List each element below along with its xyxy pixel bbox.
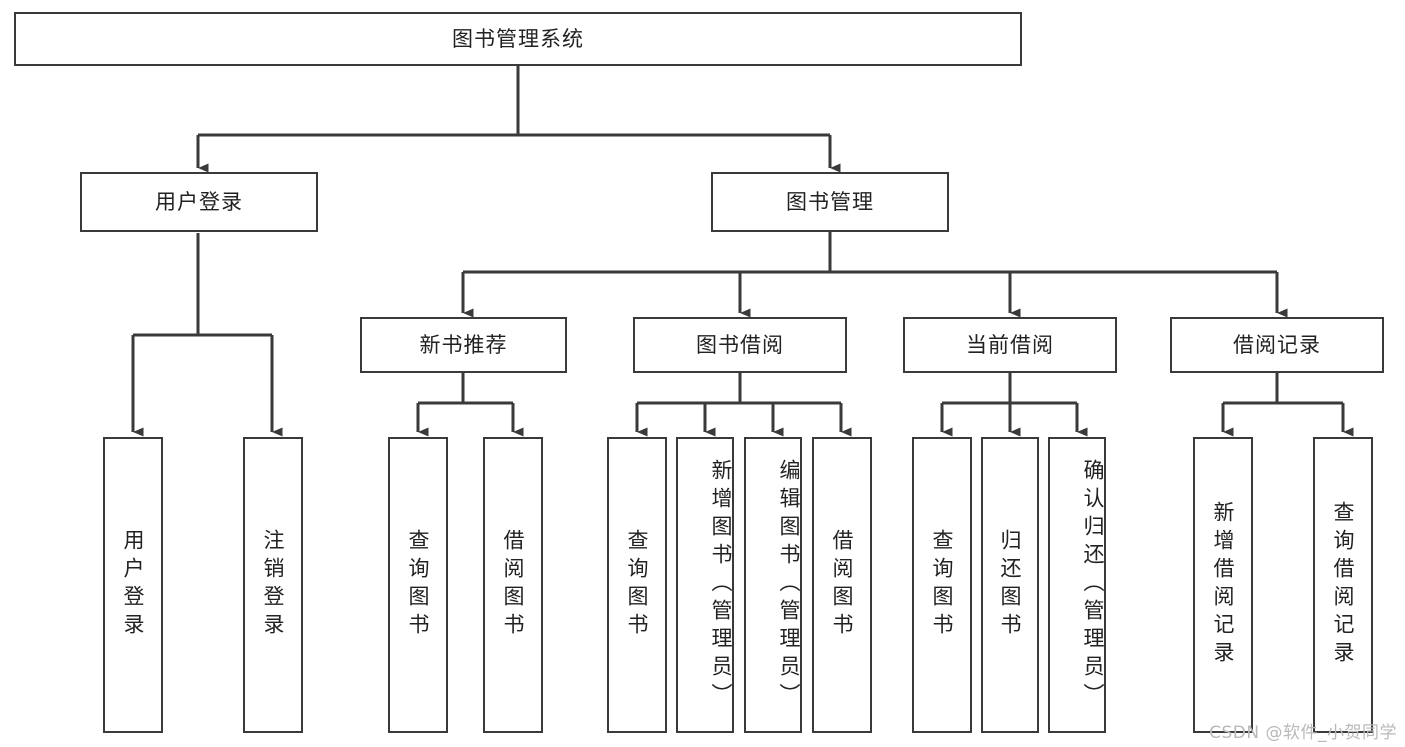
node-root-system[interactable]: 图书管理系统 (14, 12, 1022, 66)
node-book-borrow[interactable]: 图书借阅 (633, 317, 847, 373)
leaf-recommend-borrow-book[interactable]: 借阅图书 (483, 437, 543, 733)
node-current-borrow[interactable]: 当前借阅 (903, 317, 1117, 373)
node-borrow-record[interactable]: 借阅记录 (1170, 317, 1384, 373)
leaf-record-query-record[interactable]: 查询借阅记录 (1313, 437, 1373, 733)
leaf-borrow-borrow-book[interactable]: 借阅图书 (812, 437, 872, 733)
node-user-login[interactable]: 用户登录 (80, 172, 318, 232)
leaf-user-login-logout[interactable]: 注销登录 (243, 437, 303, 733)
leaf-record-add-record[interactable]: 新增借阅记录 (1193, 437, 1253, 733)
leaf-borrow-query-book[interactable]: 查询图书 (607, 437, 667, 733)
leaf-current-confirm-return-admin[interactable]: 确认归还（管理员） (1048, 437, 1106, 733)
leaf-current-query-book[interactable]: 查询图书 (912, 437, 972, 733)
node-new-book-recommend[interactable]: 新书推荐 (360, 317, 567, 373)
leaf-user-login-signin[interactable]: 用户登录 (103, 437, 163, 733)
leaf-current-return-book[interactable]: 归还图书 (981, 437, 1039, 733)
leaf-borrow-edit-book-admin[interactable]: 编辑图书（管理员） (744, 437, 802, 733)
leaf-recommend-query-book[interactable]: 查询图书 (388, 437, 448, 733)
node-book-management[interactable]: 图书管理 (711, 172, 949, 232)
leaf-borrow-add-book-admin[interactable]: 新增图书（管理员） (676, 437, 734, 733)
csdn-watermark: CSDN @软件_小贺同学 (1209, 723, 1397, 743)
